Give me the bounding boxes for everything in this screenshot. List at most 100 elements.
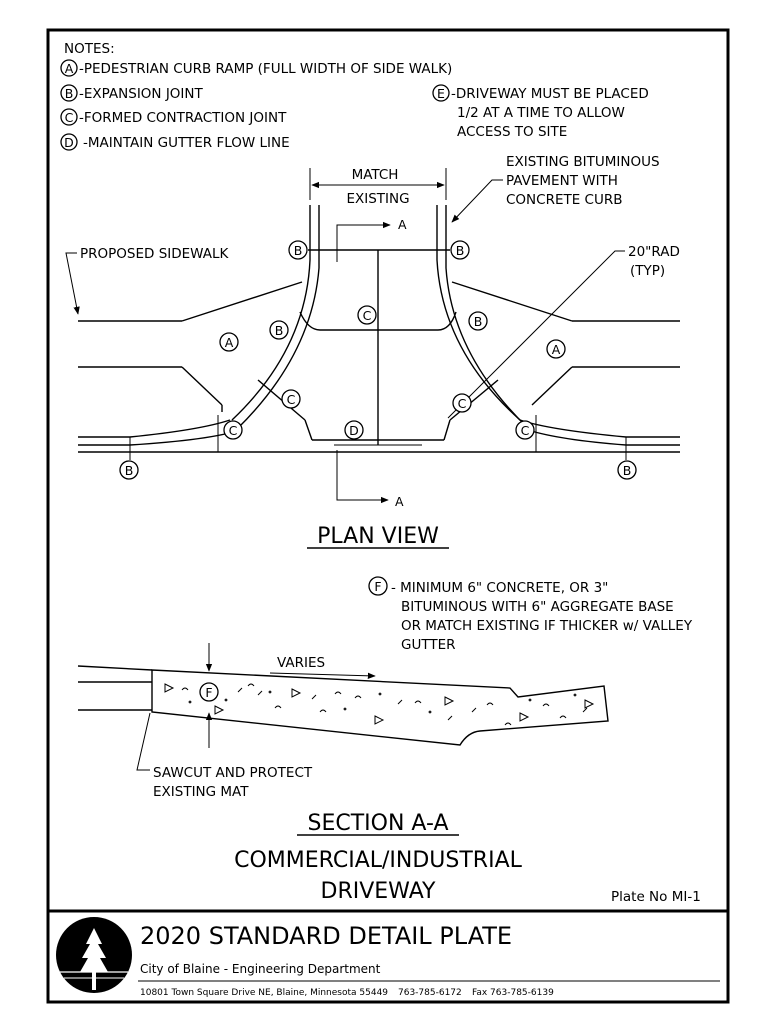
marker-c-left-ramp (223, 420, 243, 440)
note-f-line2: BITUMINOUS WITH 6" AGGREGATE BASE (401, 599, 674, 615)
note-e-line2: 1/2 AT A TIME TO ALLOW (457, 105, 625, 121)
right-curb-outer (445, 205, 529, 429)
marker-c-right-ramp-label: C (521, 423, 530, 438)
marker-d-circle (60, 133, 78, 151)
match-label: MATCH (352, 167, 399, 183)
plan-view-drawing: MATCH EXISTING EXISTING BITUMINOUS PAVEM… (65, 154, 680, 549)
marker-b-right-bottom-label: B (623, 463, 632, 478)
marker-b-right-bottom (617, 460, 637, 480)
right-throat-edge (443, 419, 451, 441)
marker-c-left-ramp-label: C (229, 423, 238, 438)
title-block-fax: Fax 763-785-6139 (472, 988, 554, 998)
logo-tree (80, 928, 108, 990)
aggregate-hatch (164, 683, 595, 726)
marker-c-label: C (65, 110, 74, 125)
marker-f-note (368, 576, 388, 596)
marker-b-left-bottom (119, 460, 139, 480)
marker-c-left-diag (281, 389, 301, 409)
note-b: -EXPANSION JOINT (79, 86, 204, 102)
note-d: -MAINTAIN GUTTER FLOW LINE (83, 135, 290, 151)
marker-c-left-diag-label: C (287, 392, 296, 407)
note-e-line1: -DRIVEWAY MUST BE PLACED (451, 86, 649, 102)
varies-arrow (269, 672, 376, 679)
marker-b-right-mid-label: B (474, 314, 483, 329)
notes-block: NOTES: A -PEDESTRIAN CURB RAMP (FULL WID… (60, 41, 649, 151)
marker-a-circle (60, 59, 78, 77)
sidewalk-right-ramp-front (531, 366, 573, 406)
plate-number: Plate No MI-1 (611, 889, 701, 905)
section-view-title: SECTION A-A (308, 811, 449, 836)
title-block-heading: 2020 STANDARD DETAIL PLATE (140, 922, 512, 950)
marker-e-label: E (437, 86, 445, 101)
marker-a-right (546, 339, 566, 359)
section-cut-bottom (336, 450, 389, 504)
sawcut-line2: EXISTING MAT (153, 784, 249, 800)
note-f-line1: - MINIMUM 6" CONCRETE, OR 3" (391, 580, 608, 596)
marker-d-label: D (64, 135, 74, 150)
drawing-title-line2: DRIVEWAY (321, 879, 437, 904)
existing-pavement-line2: PAVEMENT WITH (506, 173, 618, 189)
title-block: 2020 STANDARD DETAIL PLATE City of Blain… (48, 909, 728, 998)
marker-f-note-label: F (374, 579, 381, 594)
sheet-border (46, 28, 730, 1004)
marker-c-centre-label: C (363, 308, 372, 323)
marker-b-right-top (450, 240, 470, 260)
marker-c-right-ramp (515, 420, 535, 440)
left-curb-outer (231, 205, 311, 421)
concrete-slab-outline (151, 669, 609, 746)
driveway-contraction-joint (299, 311, 457, 331)
marker-a-left-label: A (225, 335, 234, 350)
left-gutter-line (78, 419, 231, 438)
marker-b-label: B (65, 86, 74, 101)
sawcut-line1: SAWCUT AND PROTECT (153, 765, 313, 781)
marker-c-circle (60, 108, 78, 126)
section-a-bottom-label: A (395, 494, 404, 509)
existing-label: EXISTING (346, 191, 409, 207)
note-e-line3: ACCESS TO SITE (457, 124, 567, 140)
right-curb-inner (436, 205, 521, 421)
marker-a-left (219, 332, 239, 352)
left-throat-edge (304, 419, 313, 441)
city-logo (56, 917, 132, 993)
marker-c-right-diag-label: C (458, 396, 467, 411)
varies-label: VARIES (277, 655, 325, 671)
marker-e-circle (432, 84, 450, 102)
marker-b-left-top-label: B (294, 243, 303, 258)
existing-pavement-line1: EXISTING BITUMINOUS (506, 154, 660, 170)
note-f-line3: OR MATCH EXISTING IF THICKER w/ VALLEY (401, 618, 693, 634)
proposed-sidewalk-label: PROPOSED SIDEWALK (80, 246, 230, 262)
plan-view-title: PLAN VIEW (317, 524, 439, 549)
note-c: -FORMED CONTRACTION JOINT (79, 110, 287, 126)
notes-heading: NOTES: (64, 41, 115, 57)
marker-b-left-top (288, 240, 308, 260)
marker-f-section-label: F (205, 685, 212, 700)
section-cut-top (336, 221, 391, 262)
existing-pavement-line3: CONCRETE CURB (506, 192, 623, 208)
marker-b-left-mid-label: B (275, 323, 284, 338)
marker-b-right-mid (468, 311, 488, 331)
right-contraction-joint-diag (449, 379, 499, 421)
marker-d-flowline-label: D (349, 423, 359, 438)
marker-f-section (199, 682, 219, 702)
marker-a-label: A (65, 61, 74, 76)
title-block-address: 10801 Town Square Drive NE, Blaine, Minn… (140, 988, 388, 998)
section-view-drawing: F - MINIMUM 6" CONCRETE, OR 3" BITUMINOU… (77, 576, 693, 836)
radius-label-line1: 20"RAD (628, 244, 680, 260)
section-a-top-label: A (398, 217, 407, 232)
sidewalk-left-ramp-front (181, 366, 223, 406)
left-curb-inner (237, 205, 320, 429)
note-a: -PEDESTRIAN CURB RAMP (FULL WIDTH OF SID… (79, 61, 452, 77)
marker-b-right-top-label: B (456, 243, 465, 258)
existing-mat-top (77, 665, 153, 671)
marker-c-right-diag (452, 393, 472, 413)
marker-b-left-bottom-label: B (125, 463, 134, 478)
proposed-sidewalk-leader (65, 252, 80, 315)
marker-d-flowline (344, 420, 364, 440)
marker-b-circle (60, 84, 78, 102)
existing-pavement-leader (451, 179, 503, 223)
sidewalk-right-ramp-back (451, 281, 573, 322)
radius-label-line2: (TYP) (630, 263, 665, 279)
title-block-phone: 763-785-6172 (398, 988, 462, 998)
sidewalk-left-ramp-back (181, 281, 303, 322)
